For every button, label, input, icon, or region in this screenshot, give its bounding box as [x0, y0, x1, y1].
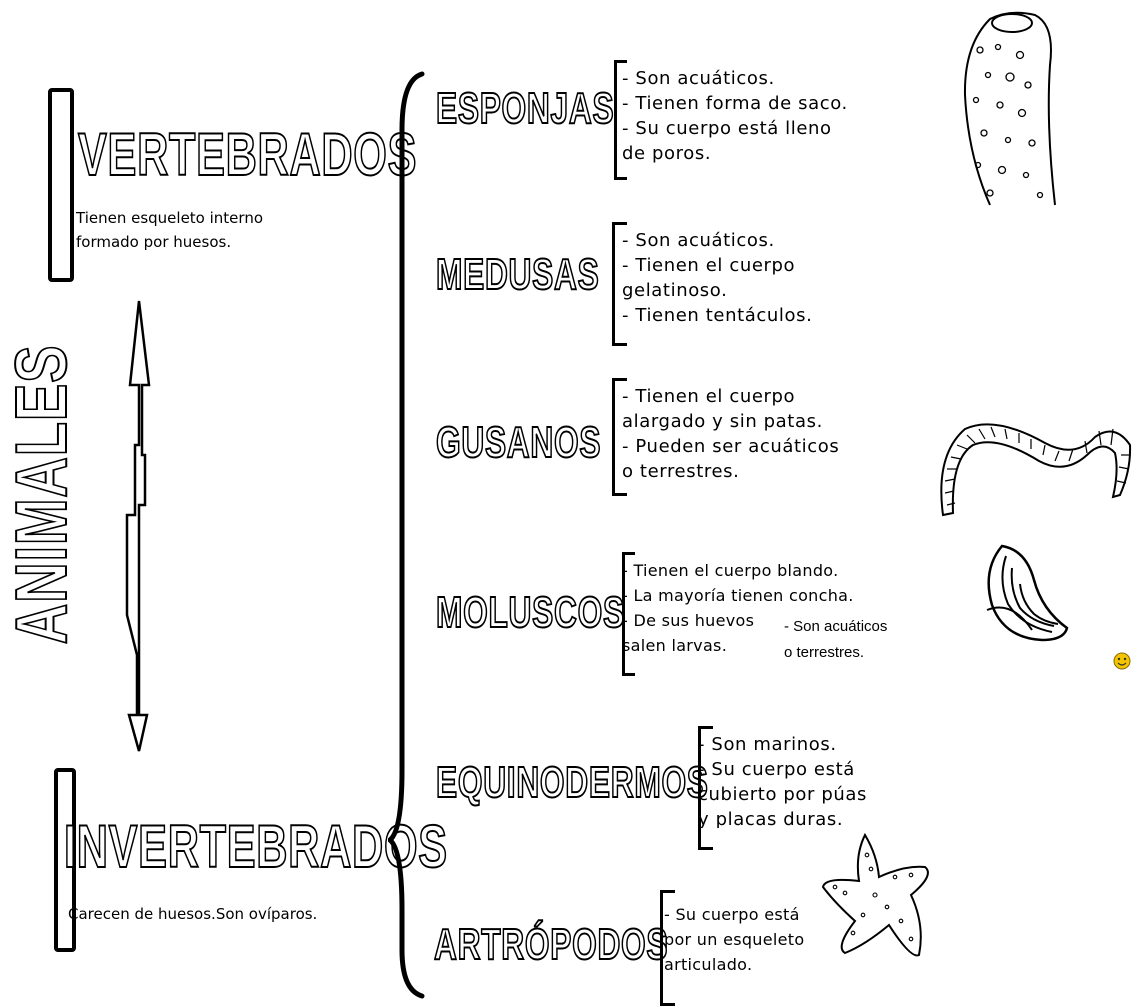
bullet: - La mayoría tienen concha. [622, 583, 854, 608]
category-title-gusanos: GUSANOS [436, 418, 601, 468]
bullet: - Su cuerpo está [664, 902, 820, 927]
category-bullets-artropodos: - Su cuerpo está por un esqueleto articu… [664, 902, 820, 977]
double-arrow-icon [115, 295, 165, 755]
bullet: por un esqueleto [664, 927, 820, 952]
bullet: - Son acuáticos. [622, 228, 812, 253]
bullet: - Tienen tentáculos. [622, 303, 812, 328]
bullet: o terrestres. [622, 459, 839, 484]
category-bullets-gusanos: - Tienen el cuerpo alargado y sin patas.… [622, 384, 839, 484]
bullet: articulado. [664, 952, 820, 977]
sponge-illustration [950, 5, 1075, 210]
bullet: de poros. [622, 141, 848, 166]
category-bullets-esponjas: - Son acuáticos. - Tienen forma de saco.… [622, 66, 848, 166]
category-title-medusas: MEDUSAS [436, 250, 599, 300]
main-title-wrap: ANIMALES [2, 305, 82, 685]
curly-brace [388, 70, 432, 1000]
bullet: - Tienen el cuerpo [622, 384, 839, 409]
category-bullets-medusas: - Son acuáticos. - Tienen el cuerpo gela… [622, 228, 812, 328]
vertebrados-description: Tienen esqueleto interno formado por hue… [76, 206, 263, 254]
bullet: gelatinoso. [622, 278, 812, 303]
vertebrados-title: VERTEBRADOS [78, 120, 417, 189]
bullet: o terrestres. [784, 640, 887, 666]
bullet: alargado y sin patas. [622, 409, 839, 434]
bullet: cubierto por púas [698, 782, 878, 807]
main-title: ANIMALES [1, 348, 83, 644]
bullet: - Su cuerpo está lleno [622, 116, 848, 141]
bullet: - Tienen el cuerpo blando. [622, 558, 854, 583]
bullet: - Son marinos. [698, 732, 878, 757]
bullet: - Tienen el cuerpo [622, 253, 812, 278]
mussel-illustration [982, 540, 1082, 645]
category-title-artropodos: ARTRÓPODOS [434, 920, 668, 970]
moluscos-extra: - Son acuáticos o terrestres. [784, 614, 887, 666]
vertebrados-bracket [48, 88, 74, 282]
invertebrados-description: Carecen de huesos.Son ovíparos. [68, 902, 317, 926]
bullet: - Son acuáticos [784, 614, 887, 640]
category-title-moluscos: MOLUSCOS [436, 588, 625, 638]
bullet: - Tienen forma de saco. [622, 91, 848, 116]
vertebrados-desc-line: formado por huesos. [76, 230, 263, 254]
category-bullets-equinodermos: - Son marinos. - Su cuerpo está cubierto… [698, 732, 878, 828]
worm-illustration [935, 415, 1134, 525]
starfish-illustration [815, 825, 945, 965]
bullet: - Son acuáticos. [622, 66, 848, 91]
smiley-icon [1112, 650, 1132, 672]
vertebrados-desc-line: Tienen esqueleto interno [76, 206, 263, 230]
category-title-esponjas: ESPONJAS [436, 84, 614, 134]
category-title-equinodermos: EQUINODERMOS [436, 758, 709, 808]
bullet: - Su cuerpo está [698, 757, 878, 782]
bullet: - Pueden ser acuáticos [622, 434, 839, 459]
